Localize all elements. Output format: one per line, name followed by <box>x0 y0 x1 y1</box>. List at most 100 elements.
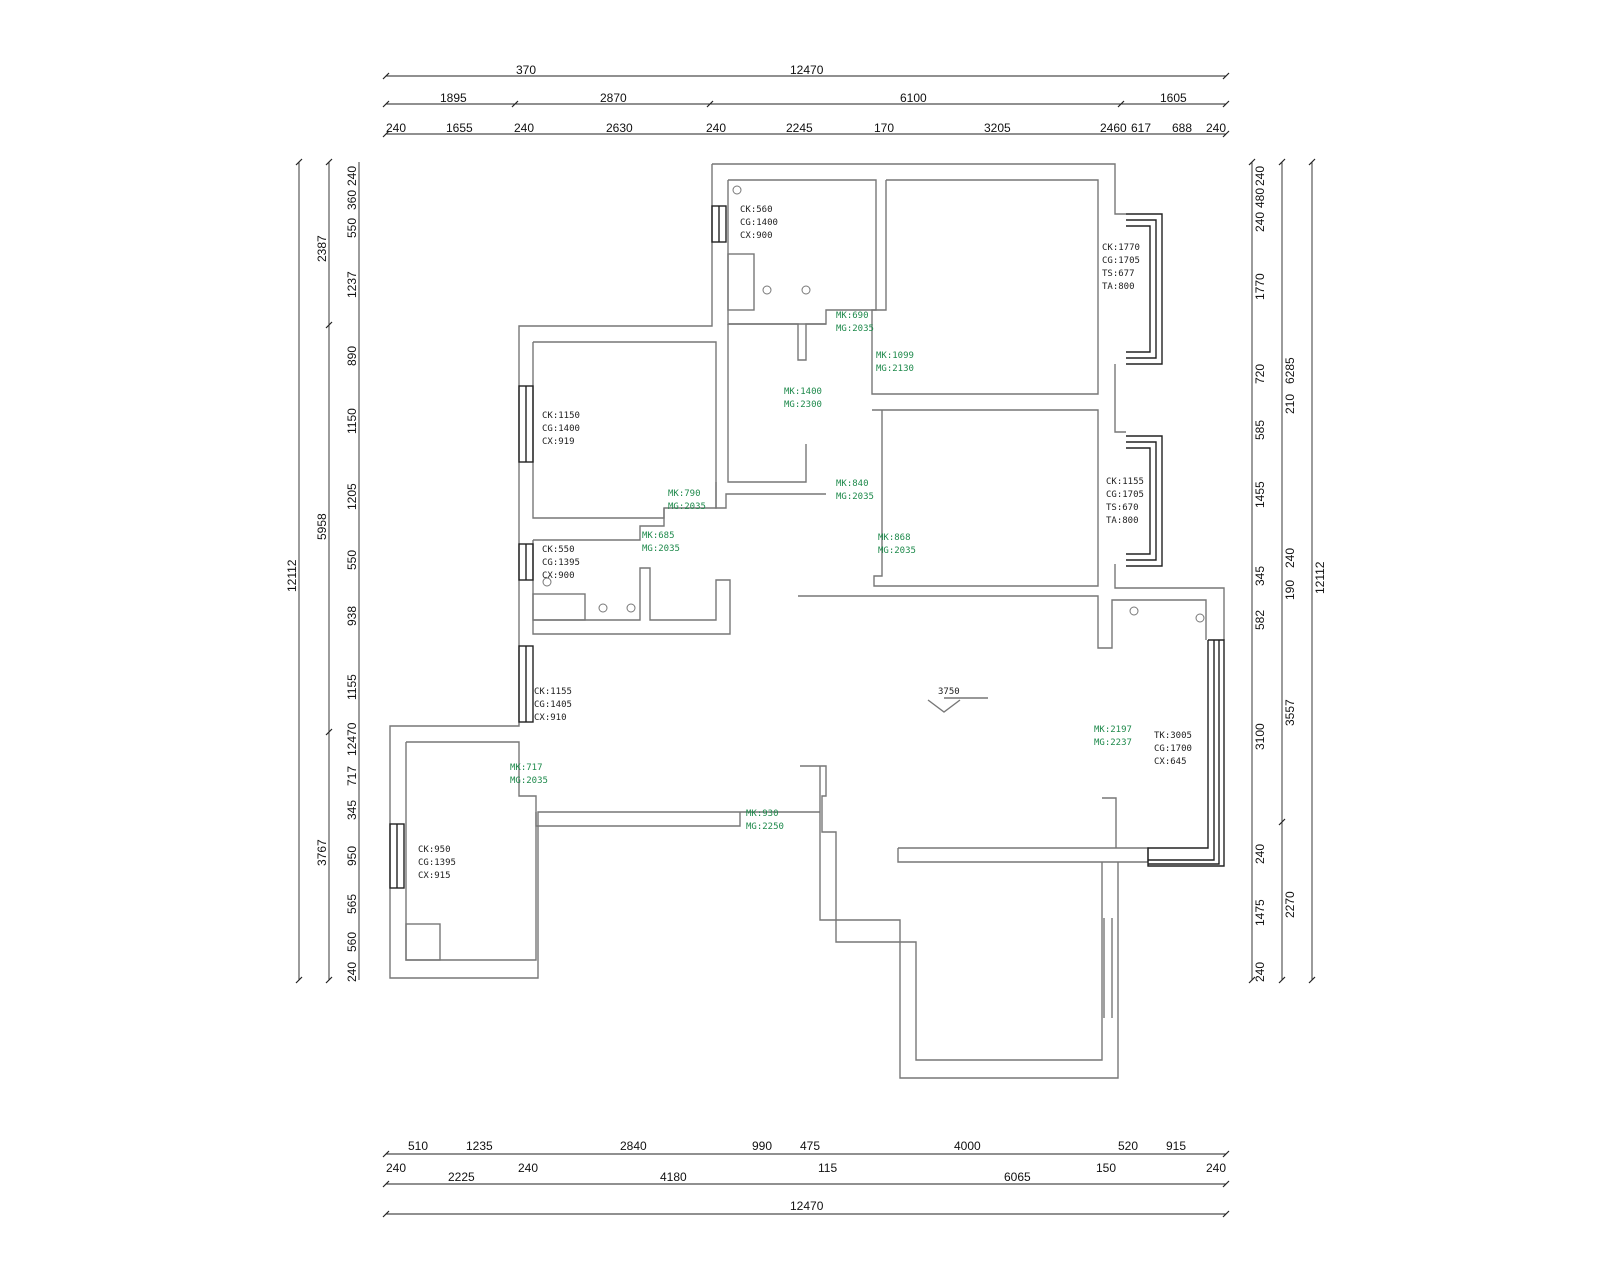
top-dim-3-5: 2245 <box>786 121 813 135</box>
right-mid-3: 190 <box>1283 580 1297 600</box>
left-inner-0: 240 <box>345 166 359 186</box>
left-inner-5: 1150 <box>345 408 359 434</box>
door-7-width: MK:868 <box>878 533 911 543</box>
right-inner-10: 240 <box>1253 844 1267 864</box>
door-9-height: MG:2035 <box>510 776 548 786</box>
sw-corridor-wall <box>535 812 741 827</box>
door-8-height: MG:2237 <box>1094 738 1132 748</box>
corridor-south-wall <box>798 595 1207 649</box>
bath-window-note-2: CX:900 <box>542 571 575 581</box>
bottom-dim-1-0: 510 <box>408 1139 428 1153</box>
window-notes: CK:560 CG:1400 CX:900 CK:1770 CG:1705 TS… <box>418 205 1192 881</box>
door-10-width: MK:930 <box>746 809 779 819</box>
left-outer-0: 12112 <box>285 559 299 592</box>
bedroom2-window-note-3: TA:800 <box>1106 516 1139 526</box>
bath-drain-icon-1 <box>598 603 608 613</box>
left-inner-3: 1237 <box>345 271 359 298</box>
top-dim-2-2: 6100 <box>900 91 927 105</box>
door-2-width: MK:1099 <box>876 351 914 361</box>
left-inner-13: 950 <box>345 846 359 866</box>
left-bedroom-window-note-0: CK:1150 <box>542 411 580 421</box>
right-inner-9: 3100 <box>1253 723 1267 750</box>
left-bedroom-window-note-2: CX:919 <box>542 437 575 447</box>
door-1-width: MK:690 <box>836 311 869 321</box>
door-6-height: MG:2035 <box>642 544 680 554</box>
kitchen-counter <box>727 253 755 311</box>
lower-corridor-wall <box>800 765 1103 1061</box>
left-inner-16: 240 <box>345 962 359 982</box>
sw-room-cabinet <box>405 923 441 961</box>
kitchen-window-note-0: CK:560 <box>740 205 773 215</box>
living-level-note: 3750 <box>938 687 960 697</box>
bottom-dim-2b-2: 6065 <box>1004 1170 1031 1184</box>
top-dim-3-10: 688 <box>1172 121 1192 135</box>
outer-wall-bottom <box>819 766 1119 1079</box>
right-outer-0: 12112 <box>1313 561 1327 594</box>
right-inner-11: 1475 <box>1253 899 1267 926</box>
left-mid-0: 2387 <box>315 235 329 262</box>
left-inner-11: 717 <box>345 766 359 786</box>
right-inner-4: 720 <box>1253 364 1267 384</box>
fixtures <box>542 185 1205 623</box>
master-window-note-3: TA:800 <box>1102 282 1135 292</box>
top-dim-3-1: 1655 <box>446 121 473 135</box>
door-3-height: MG:2300 <box>784 400 822 410</box>
door-5-height: MG:2035 <box>668 502 706 512</box>
bath-drain-icon-2 <box>626 603 636 613</box>
living-window-note-0: TK:3005 <box>1154 731 1192 741</box>
door-6-width: MK:685 <box>642 531 675 541</box>
kitchen-drain-icon-1 <box>762 285 772 295</box>
dining-lower-wall <box>727 324 807 483</box>
living-window-note-2: CX:645 <box>1154 757 1187 767</box>
outer-wall-left <box>389 164 820 979</box>
outer-wall-right-mid <box>1114 564 1225 640</box>
bottom-dim-2b-1: 4180 <box>660 1170 687 1184</box>
top-dim-3-3: 2630 <box>606 121 633 135</box>
master-window-note-0: CK:1770 <box>1102 243 1140 253</box>
bottom-dim-1-1: 1235 <box>466 1139 493 1153</box>
top-dim-3-7: 3205 <box>984 121 1011 135</box>
right-mid-5: 2270 <box>1283 891 1297 918</box>
right-mid-0: 6285 <box>1283 357 1297 384</box>
left-inner-8: 938 <box>345 606 359 626</box>
left-inner-12: 345 <box>345 800 359 820</box>
right-inner-0: 240 <box>1253 166 1267 186</box>
door-8-width: MK:2197 <box>1094 725 1132 735</box>
kitchen-window-note-2: CX:900 <box>740 231 773 241</box>
top-dim-3-2: 240 <box>514 121 534 135</box>
top-dim-1-0: 370 <box>516 63 536 77</box>
outer-wall <box>712 163 1126 215</box>
master-window-note-1: CG:1705 <box>1102 256 1140 266</box>
bottom-dim-3-0: 12470 <box>790 1199 824 1213</box>
left-dimensions: 12112 2387 5958 3767 240 550 360 1237 89… <box>285 158 360 984</box>
kitchen-wall <box>727 179 877 325</box>
balcony-divider <box>897 847 1149 863</box>
bath-wall <box>533 508 665 541</box>
top-dim-2-1: 2870 <box>600 91 627 105</box>
bottom-dim-1-5: 4000 <box>954 1139 981 1153</box>
bottom-dim-1-4: 475 <box>800 1139 820 1153</box>
left-bedroom-window-note-1: CG:1400 <box>542 424 580 434</box>
kitchen-window-note-1: CG:1400 <box>740 218 778 228</box>
master-bay-window <box>1126 213 1163 365</box>
top-dim-3-9: 617 <box>1131 121 1151 135</box>
right-inner-2: 240 <box>1253 212 1267 232</box>
living-level-marker <box>927 699 961 713</box>
bedroom2-window-note-1: CG:1705 <box>1106 490 1144 500</box>
top-dim-3-11: 240 <box>1206 121 1226 135</box>
right-mid-4: 3557 <box>1283 699 1297 726</box>
bottom-dim-2a-2: 115 <box>818 1161 837 1175</box>
right-inner-6: 1455 <box>1253 481 1267 508</box>
right-mid-2: 240 <box>1283 548 1297 568</box>
right-inner-3: 1770 <box>1253 273 1267 300</box>
door-10-height: MG:2250 <box>746 822 784 832</box>
sw-room-window-note-0: CK:950 <box>418 845 451 855</box>
left-inner-6: 1205 <box>345 483 359 510</box>
top-dimensions: 370 12470 1895 2870 6100 1605 240 1655 2… <box>382 63 1230 138</box>
top-dim-2-0: 1895 <box>440 91 467 105</box>
left-mid-2: 3767 <box>315 839 329 866</box>
door-2-height: MG:2130 <box>876 364 914 374</box>
bath-pipe-icon <box>542 577 552 587</box>
left-inner-4: 890 <box>345 346 359 366</box>
right-inner-8: 582 <box>1253 610 1267 630</box>
